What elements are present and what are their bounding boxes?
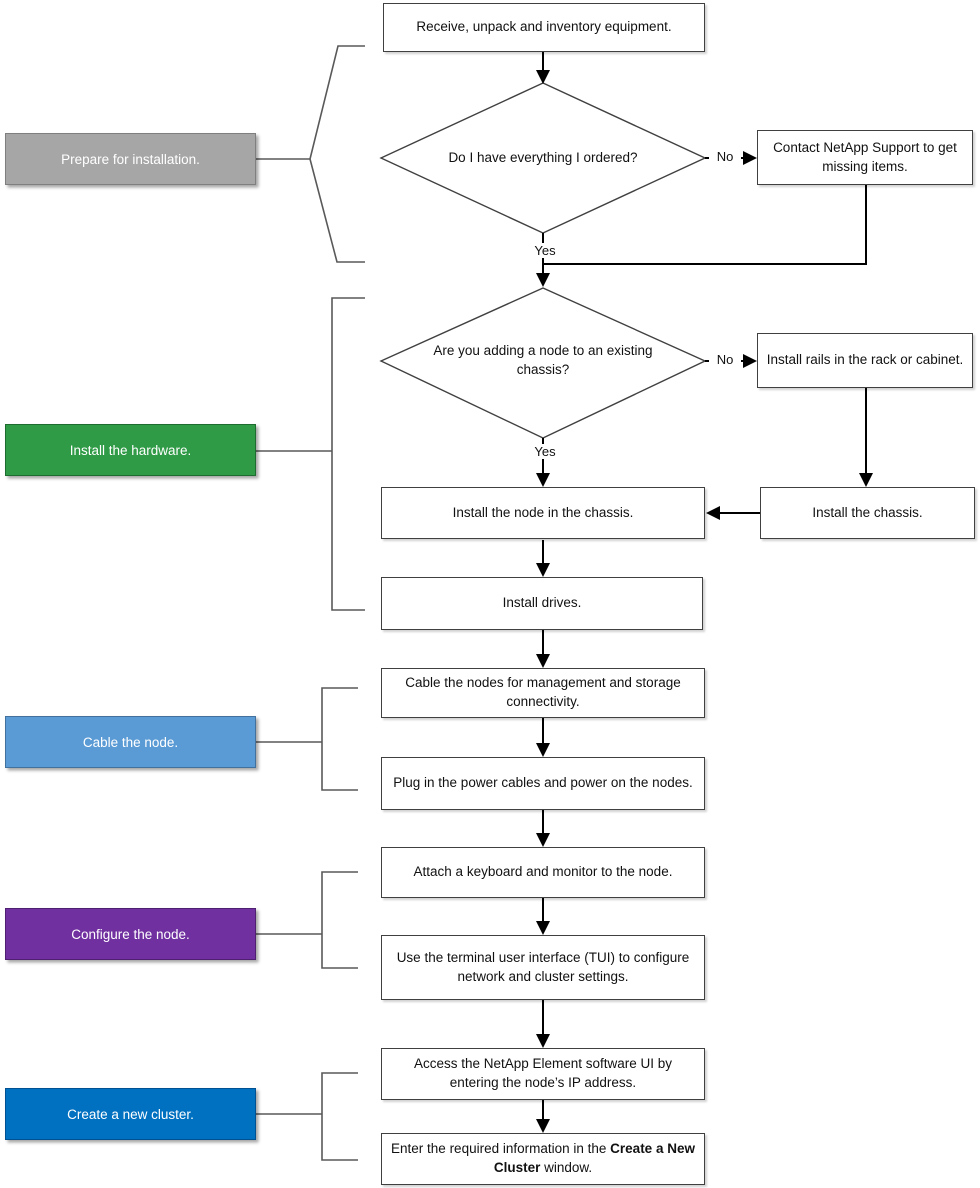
stage-cable: Cable the node. — [5, 716, 256, 768]
step-receive-text: Receive, unpack and inventory equipment. — [416, 19, 672, 35]
stage-hardware-label: Install the hardware. — [69, 442, 192, 458]
stage-create-cluster-label: Create a new cluster. — [67, 1106, 194, 1122]
step-plug-power: Plug in the power cables and power on th… — [381, 757, 705, 810]
step-contact-support: Contact NetApp Support to get missing it… — [757, 130, 973, 185]
branch-yes-ordered: Yes — [523, 243, 567, 258]
branch-yes-chassis: Yes — [523, 444, 567, 459]
create-new-cluster-bold: Create a New Cluster — [493, 1141, 695, 1175]
stage-configure: Configure the node. — [5, 908, 256, 960]
decision-chassis-text: Are you adding a node to an existing cha… — [433, 343, 653, 377]
step-access-element-ui: Access the NetApp Element software UI by… — [381, 1048, 705, 1100]
step-use-tui: Use the terminal user interface (TUI) to… — [381, 935, 705, 1000]
stage-cable-label: Cable the node. — [82, 734, 179, 750]
step-install-drives: Install drives. — [381, 577, 703, 630]
step-install-rails: Install rails in the rack or cabinet. — [757, 333, 973, 388]
step-cable-nodes: Cable the nodes for management and stora… — [381, 668, 705, 718]
stage-prepare-label: Prepare for installation. — [61, 151, 200, 167]
step-attach-keyboard: Attach a keyboard and monitor to the nod… — [381, 847, 705, 898]
branch-no-ordered: No — [709, 149, 741, 164]
step-receive-equipment: Receive, unpack and inventory equipment. — [383, 3, 705, 52]
step-enter-cluster-info: Enter the required information in the Cr… — [381, 1133, 705, 1185]
stage-configure-label: Configure the node. — [71, 926, 190, 942]
step-install-chassis: Install the chassis. — [760, 487, 975, 539]
stage-prepare: Prepare for installation. — [5, 133, 256, 185]
branch-no-chassis: No — [709, 352, 741, 367]
stage-create-cluster: Create a new cluster. — [5, 1088, 256, 1140]
decision-ordered-text: Do I have everything I ordered? — [448, 149, 638, 165]
step-install-node: Install the node in the chassis. — [381, 487, 705, 539]
stage-hardware: Install the hardware. — [5, 424, 256, 476]
